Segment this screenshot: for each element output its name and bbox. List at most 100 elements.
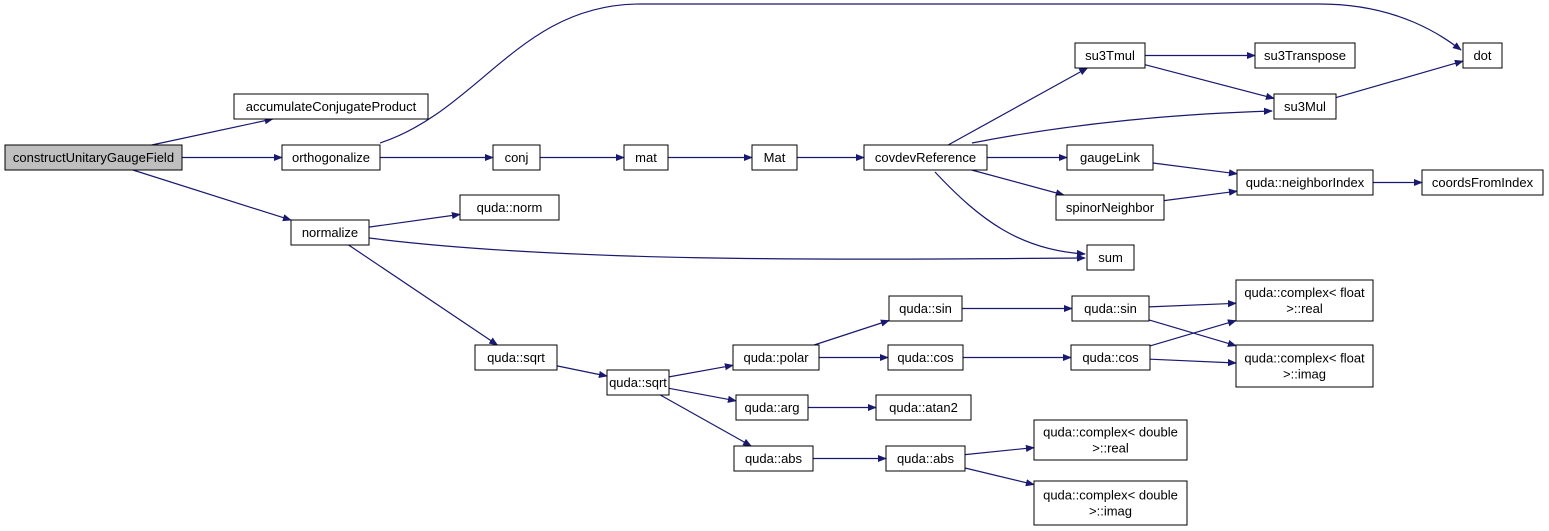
node-label: quda::complex< float xyxy=(1244,351,1365,366)
node-n10[interactable]: dot xyxy=(1462,42,1503,69)
node-box xyxy=(623,144,669,171)
node-n29[interactable]: quda::abs xyxy=(733,445,814,472)
node-n24[interactable]: quda::cos xyxy=(1070,344,1151,371)
edge-n22-n25 xyxy=(1148,300,1237,308)
node-n32[interactable]: quda::complex< double>::imag xyxy=(1033,480,1188,526)
node-label: dot xyxy=(1473,48,1491,63)
node-box xyxy=(1071,295,1150,322)
edge-n7-n16 xyxy=(934,171,1086,258)
edge-n24-n26 xyxy=(1149,358,1237,367)
node-box xyxy=(281,144,381,171)
node-label: accumulateConjugateProduct xyxy=(246,99,417,114)
node-n1[interactable]: accumulateConjugateProduct xyxy=(233,93,429,120)
node-box xyxy=(888,295,963,322)
node-label: coordsFromIndex xyxy=(1432,175,1534,190)
node-box xyxy=(735,394,809,421)
edge-n20-n21 xyxy=(813,319,890,346)
node-box xyxy=(1086,244,1135,271)
node-n27[interactable]: quda::arg xyxy=(735,394,809,421)
node-label: su3Tmul xyxy=(1085,48,1135,63)
node-n0[interactable]: constructUnitaryGaugeField xyxy=(4,144,183,171)
node-label: quda::abs xyxy=(745,451,803,466)
node-n28[interactable]: quda::atan2 xyxy=(875,394,972,421)
edge-n19-n20 xyxy=(668,363,734,378)
node-label: >::imag xyxy=(1089,504,1132,519)
node-n4[interactable]: conj xyxy=(492,144,541,171)
node-box xyxy=(290,219,370,246)
node-label: quda::sqrt xyxy=(487,350,545,365)
node-label: quda::cos xyxy=(1082,350,1139,365)
node-box xyxy=(1462,42,1503,69)
node-box xyxy=(459,194,560,221)
node-n19[interactable]: quda::sqrt xyxy=(606,369,670,396)
node-n5[interactable]: mat xyxy=(623,144,669,171)
node-n26[interactable]: quda::complex< float>::imag xyxy=(1235,344,1374,388)
node-label: quda::cos xyxy=(897,350,954,365)
node-label: spinorNeighbor xyxy=(1066,200,1155,215)
edge-n18-n19 xyxy=(556,365,608,379)
edge-n2-n10 xyxy=(379,3,1462,144)
node-label: >::imag xyxy=(1283,367,1326,382)
node-n14[interactable]: quda::neighborIndex xyxy=(1236,169,1374,196)
node-label: >::real xyxy=(1092,441,1129,456)
node-n21[interactable]: quda::sin xyxy=(888,295,963,322)
node-box xyxy=(1235,344,1374,388)
node-box xyxy=(887,344,964,371)
node-box xyxy=(751,144,798,171)
node-box xyxy=(732,344,820,371)
node-label: >::real xyxy=(1286,301,1323,316)
node-label: su3Mul xyxy=(1284,99,1326,114)
node-n17[interactable]: quda::norm xyxy=(459,194,560,221)
node-label: quda::sin xyxy=(1084,301,1137,316)
edge-n19-n27 xyxy=(668,387,737,403)
node-n7[interactable]: covdevReference xyxy=(863,144,988,171)
node-box xyxy=(1254,42,1356,69)
node-n22[interactable]: quda::sin xyxy=(1071,295,1150,322)
node-box xyxy=(1273,93,1337,120)
edge-n8-n11 xyxy=(1144,64,1275,100)
node-n30[interactable]: quda::abs xyxy=(885,445,966,472)
node-label: quda::sin xyxy=(899,301,952,316)
node-n20[interactable]: quda::polar xyxy=(732,344,820,371)
node-label: quda::polar xyxy=(743,350,809,365)
edge-n3-n17 xyxy=(368,211,461,228)
node-n18[interactable]: quda::sqrt xyxy=(474,344,558,371)
node-label: quda::complex< double xyxy=(1043,425,1178,440)
edge-n13-n14 xyxy=(1163,188,1238,202)
node-box xyxy=(1033,480,1188,526)
node-box xyxy=(233,93,429,120)
node-n13[interactable]: spinorNeighbor xyxy=(1055,194,1165,221)
node-box xyxy=(492,144,541,171)
node-label: gaugeLink xyxy=(1080,150,1140,165)
node-box xyxy=(885,445,966,472)
node-n2[interactable]: orthogonalize xyxy=(281,144,381,171)
node-n12[interactable]: gaugeLink xyxy=(1066,144,1154,171)
node-n16[interactable]: sum xyxy=(1086,244,1135,271)
node-n6[interactable]: Mat xyxy=(751,144,798,171)
node-n25[interactable]: quda::complex< float>::real xyxy=(1235,279,1374,322)
node-n3[interactable]: normalize xyxy=(290,219,370,246)
node-label: sum xyxy=(1098,250,1123,265)
node-label: quda::norm xyxy=(477,200,543,215)
node-n11[interactable]: su3Mul xyxy=(1273,93,1337,120)
node-label: covdevReference xyxy=(875,150,976,165)
node-label: su3Transpose xyxy=(1264,48,1346,63)
node-label: mat xyxy=(635,150,657,165)
edge-n0-n1 xyxy=(151,117,274,146)
node-box xyxy=(474,344,558,371)
edge-n19-n29 xyxy=(660,394,752,447)
edge-n0-n3 xyxy=(132,169,292,222)
node-n8[interactable]: su3Tmul xyxy=(1074,42,1146,69)
node-box xyxy=(1066,144,1154,171)
node-n9[interactable]: su3Transpose xyxy=(1254,42,1356,69)
edge-n30-n31 xyxy=(964,444,1035,456)
edge-n7-n13 xyxy=(971,169,1065,197)
node-label: quda::complex< float xyxy=(1244,285,1365,300)
node-n15[interactable]: coordsFromIndex xyxy=(1421,169,1544,196)
node-n23[interactable]: quda::cos xyxy=(887,344,964,371)
node-label: normalize xyxy=(302,225,358,240)
node-label: orthogonalize xyxy=(292,150,370,165)
node-box xyxy=(1236,169,1374,196)
node-n31[interactable]: quda::complex< double>::real xyxy=(1033,419,1188,461)
